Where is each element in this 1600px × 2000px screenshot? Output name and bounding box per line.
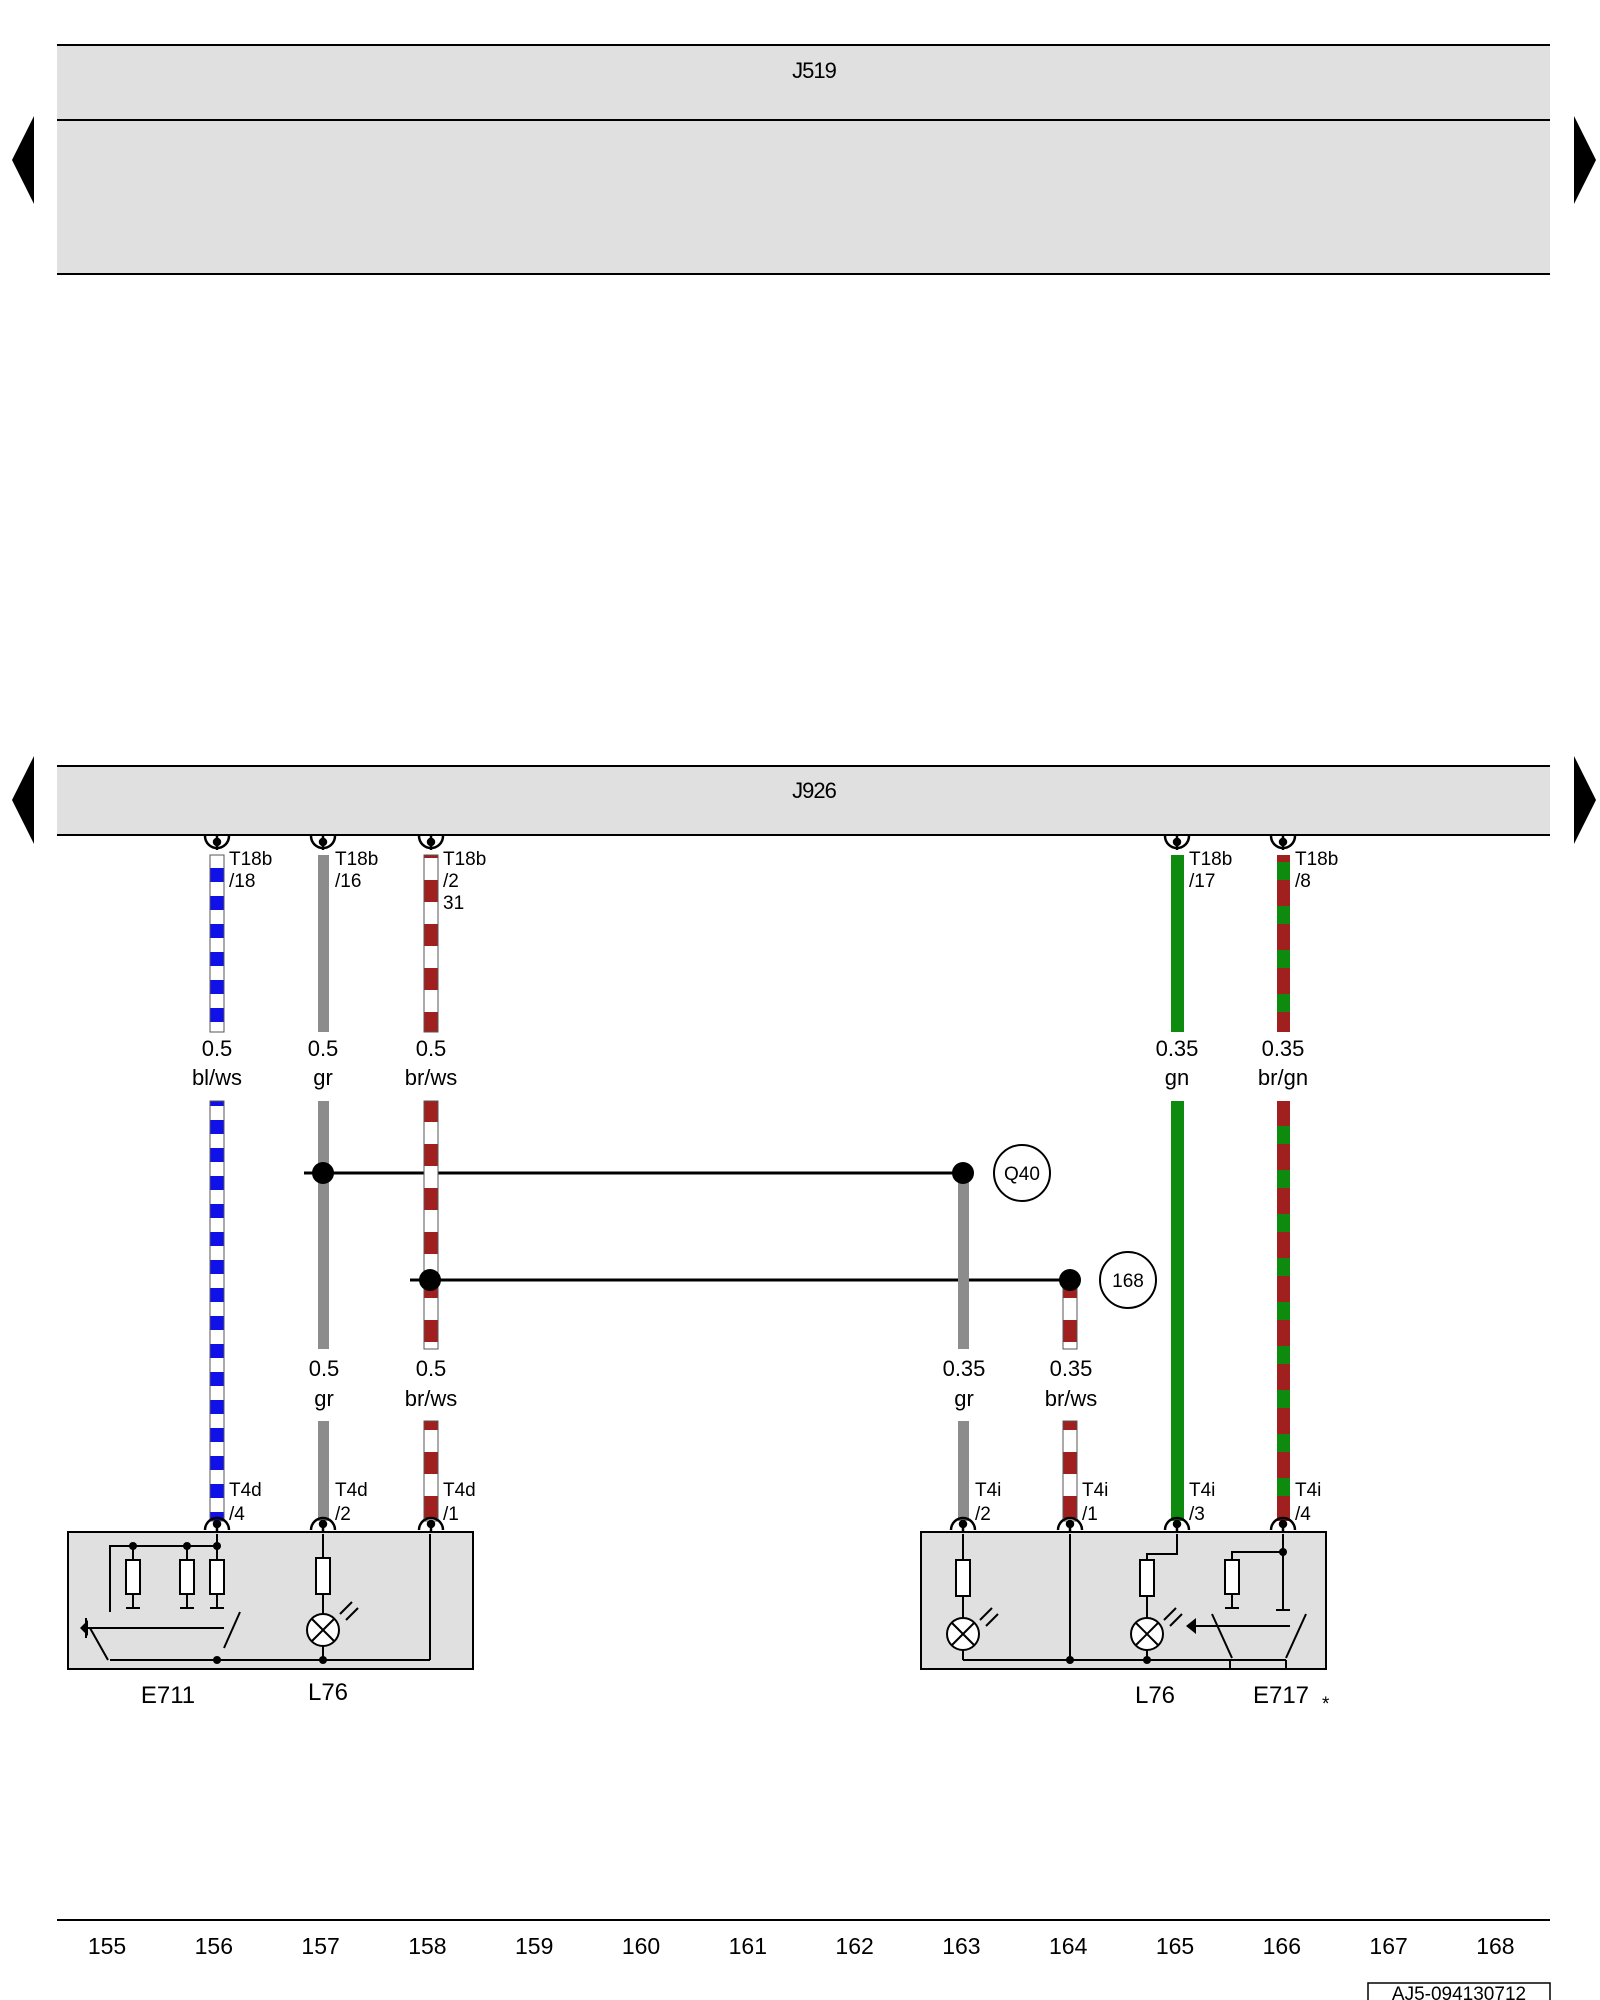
connector-pin: T4d [229,1480,262,1501]
module-j926-label: J926 [792,778,836,803]
wire-gr-163 [958,1173,969,1521]
component-label-l76: L76 [308,1679,348,1706]
wire-color: br/gn [1258,1065,1308,1090]
connector-sub: /18 [229,871,255,892]
connector-pin: T18b [229,849,272,870]
reference-168[interactable]: 168 [1099,1251,1157,1309]
connector-sub: /2 [443,871,459,892]
connector-labels-bottom: T4d /4 T4d /2 T4d /1 T4i /2 T4i /1 T4i /… [229,1480,1321,1525]
component-label-l76: L76 [1135,1682,1175,1709]
reference-q40[interactable]: Q40 [993,1144,1051,1202]
column-number: 165 [1156,1933,1194,1959]
connector-pin: T18b [443,849,486,870]
column-number: 162 [835,1933,873,1959]
wire-gauge: 0.35 [943,1356,986,1381]
wire-gauge: 0.5 [416,1036,447,1061]
connector-sub: /3 [1189,1504,1205,1525]
connector-extra: 31 [443,893,464,914]
wire-gn [1171,855,1184,1521]
column-number: 166 [1263,1933,1301,1959]
wire-labels-lower: 0.5 gr 0.5 br/ws 0.35 gr 0.35 br/ws [309,1356,1098,1411]
connector-pin: T4d [335,1480,368,1501]
component-labels: E711 L76 L76 E717 * [141,1679,1330,1715]
connector-pin: T18b [1295,849,1338,870]
wire-color: br/ws [405,1386,458,1411]
connector-pin: T4i [1189,1480,1215,1501]
junction-dot [419,1269,441,1291]
connector-sub: /2 [975,1504,991,1525]
column-numbers: 155 156 157 158 159 160 161 162 163 164 165 166 167 1… [88,1933,1515,1959]
connector-pin: T4i [1082,1480,1108,1501]
connector-pin: T4i [1295,1480,1321,1501]
column-number: 160 [622,1933,660,1959]
doc-id-box: AJ5-094130712 [1367,1982,1551,2000]
module-j519: J519 [57,44,1550,275]
triangle-right-icon[interactable] [1574,116,1596,204]
column-number: 163 [942,1933,980,1959]
wire-gauge: 0.5 [416,1356,447,1381]
junction-dot [1059,1269,1081,1291]
connector-sub: /4 [1295,1504,1311,1525]
connector-symbols-top [203,834,1297,850]
wire-gauge: 0.35 [1156,1036,1199,1061]
module-j519-label: J519 [792,58,836,83]
connector-sub: /4 [229,1504,245,1525]
connector-pin: T18b [335,849,378,870]
junction-dot [312,1162,334,1184]
column-number: 156 [195,1933,233,1959]
connector-sub: /16 [335,871,361,892]
wire-gauge: 0.5 [309,1356,340,1381]
column-number: 157 [301,1933,339,1959]
wire-color: br/ws [405,1065,458,1090]
note-asterisk: * [1322,1694,1330,1715]
wire-br-ws-158 [423,854,439,1522]
column-number: 161 [729,1933,767,1959]
wire-gr-157 [318,855,329,1521]
wire-color: gr [954,1386,974,1411]
wire-gauge: 0.5 [202,1036,233,1061]
column-number: 164 [1049,1933,1088,1959]
column-number: 159 [515,1933,553,1959]
connector-pin: T4d [443,1480,476,1501]
connector-labels-top: T18b /18 T18b /16 T18b /2 31 T18b /17 T1… [229,849,1338,914]
wire-gauge: 0.35 [1050,1356,1093,1381]
reference-q40-label: Q40 [1004,1164,1040,1185]
wire-color: gr [313,1065,333,1090]
component-box-left [67,1531,474,1670]
wire-labels-upper: 0.5 bl/ws 0.5 gr 0.5 br/ws 0.35 gn 0.35 … [192,1036,1308,1090]
component-label-e711: E711 [141,1682,195,1709]
component-label-e717: E717 [1253,1682,1309,1709]
junction-dot [952,1162,974,1184]
connector-pin: T4i [975,1480,1001,1501]
wire-br-gn [1277,855,1290,1521]
reference-168-label: 168 [1112,1271,1144,1292]
module-j926: J926 [57,765,1550,836]
wire-color: gn [1165,1065,1189,1090]
connector-sub: /8 [1295,871,1311,892]
wire-color: gr [314,1386,334,1411]
triangle-right-icon[interactable] [1574,756,1596,844]
connector-pin: T18b [1189,849,1232,870]
connector-sub: /17 [1189,871,1215,892]
doc-id: AJ5-094130712 [1392,1984,1526,2000]
wire-gauge: 0.35 [1262,1036,1305,1061]
column-number: 168 [1476,1933,1514,1959]
connector-sub: /2 [335,1504,351,1525]
column-number: 155 [88,1933,126,1959]
wire-color: bl/ws [192,1065,242,1090]
wire-gauge: 0.5 [308,1036,339,1061]
column-number: 167 [1369,1933,1407,1959]
wire-br-ws-164 [1062,1279,1078,1522]
column-number: 158 [408,1933,446,1959]
triangle-left-icon[interactable] [12,116,34,204]
connector-sub: /1 [443,1504,459,1525]
connector-sub: /1 [1082,1504,1098,1525]
component-box-right [920,1531,1327,1670]
wire-bl-ws [209,854,225,1522]
triangle-left-icon[interactable] [12,756,34,844]
wire-color: br/ws [1045,1386,1098,1411]
